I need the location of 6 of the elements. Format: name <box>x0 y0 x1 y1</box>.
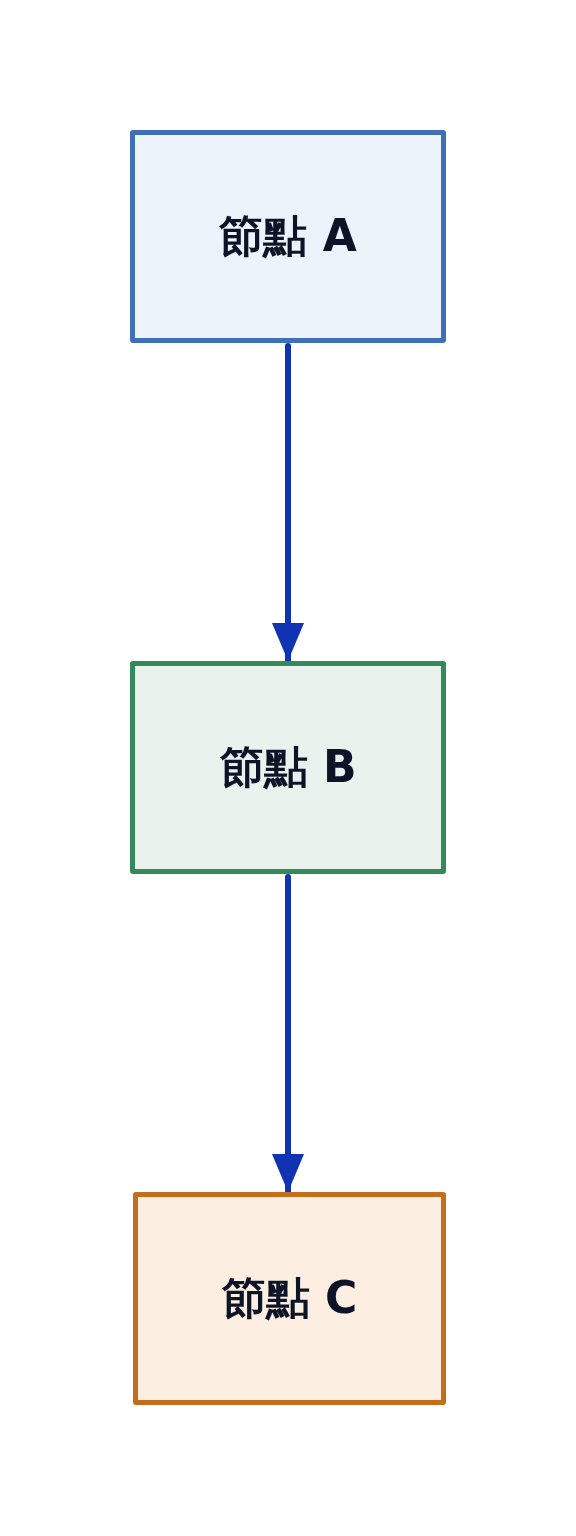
node-label: 節點 C <box>221 1272 358 1325</box>
node-label: 節點 A <box>219 210 357 263</box>
node-label: 節點 B <box>219 741 357 794</box>
process-box <box>130 130 446 343</box>
process-box <box>130 661 446 874</box>
process-box <box>133 1192 446 1405</box>
